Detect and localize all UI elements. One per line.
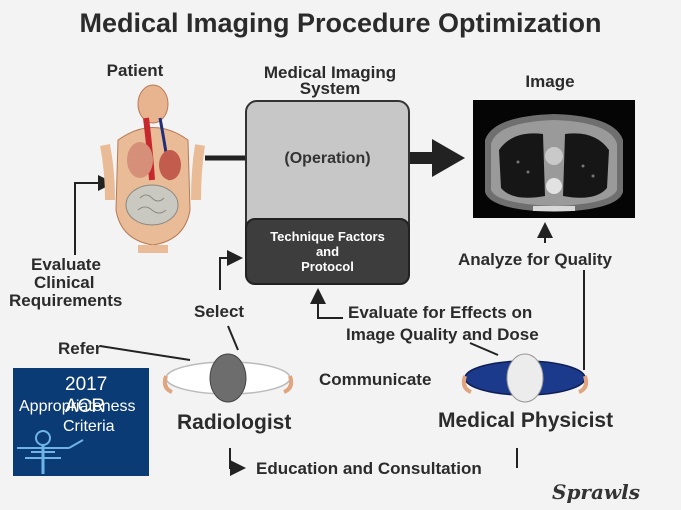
operation-label: (Operation) [284, 150, 371, 167]
refer-label: Refer [58, 339, 102, 358]
evaluate-clinical-line3: Requirements [9, 291, 123, 310]
education-label: Education and Consultation [256, 459, 482, 478]
system-to-image-arrow [410, 139, 465, 177]
radiologist-head [209, 353, 247, 403]
select-arrow [219, 250, 243, 290]
system-label-line2: System [299, 79, 361, 98]
evaluate-clinical-line2: Clinical [34, 273, 95, 292]
refer-pointer [99, 345, 191, 361]
evaluate-clinical-arrow [74, 175, 114, 255]
logo-line-2: Appropriateness [19, 398, 136, 415]
communicate-label: Communicate [319, 370, 432, 389]
evaluate-effects-line1: Evaluate for Effects on [348, 303, 533, 322]
physicist-left-hand [461, 375, 472, 394]
education-arrow [229, 448, 246, 476]
physicist-head [506, 353, 544, 403]
technique-line-3: Protocol [301, 259, 354, 274]
patient-label: Patient [106, 61, 164, 80]
diagram-title: Medical Imaging Procedure Optimization [79, 8, 602, 38]
skeleton-graphic [17, 430, 84, 474]
physicist-label: Medical Physicist [438, 409, 614, 432]
radiologist-left-hand [162, 375, 173, 394]
ct-scan-image [473, 100, 635, 218]
physicist-right-hand [578, 375, 589, 394]
technique-line-2: and [315, 244, 340, 259]
evaluate-effects-line2: Image Quality and Dose [346, 325, 539, 344]
evaluate-effects-arrow [310, 288, 343, 319]
radiologist-right-hand [283, 375, 294, 394]
author-signature: Sprawls [552, 480, 640, 504]
patient-anatomy-illustration [100, 84, 205, 253]
analyze-label: Analyze for Quality [458, 250, 612, 269]
ct-chest-slice [485, 114, 623, 212]
evaluate-clinical-line1: Evaluate [31, 255, 101, 274]
acr-appropriateness-logo: 2017 ACR Appropriateness Criteria [13, 368, 149, 476]
select-pointer [227, 325, 239, 351]
effects-pointer [469, 342, 499, 356]
radiologist-label: Radiologist [177, 411, 292, 434]
image-label: Image [525, 72, 575, 91]
system-label-line1: Medical Imaging [263, 63, 397, 82]
logo-line-3: Criteria [63, 418, 115, 435]
logo-line-1: 2017 ACR [65, 374, 108, 417]
technique-line-1: Technique Factors [270, 229, 385, 244]
technique-factors-box: Technique Factors and Protocol [245, 218, 410, 285]
select-label: Select [194, 302, 245, 321]
